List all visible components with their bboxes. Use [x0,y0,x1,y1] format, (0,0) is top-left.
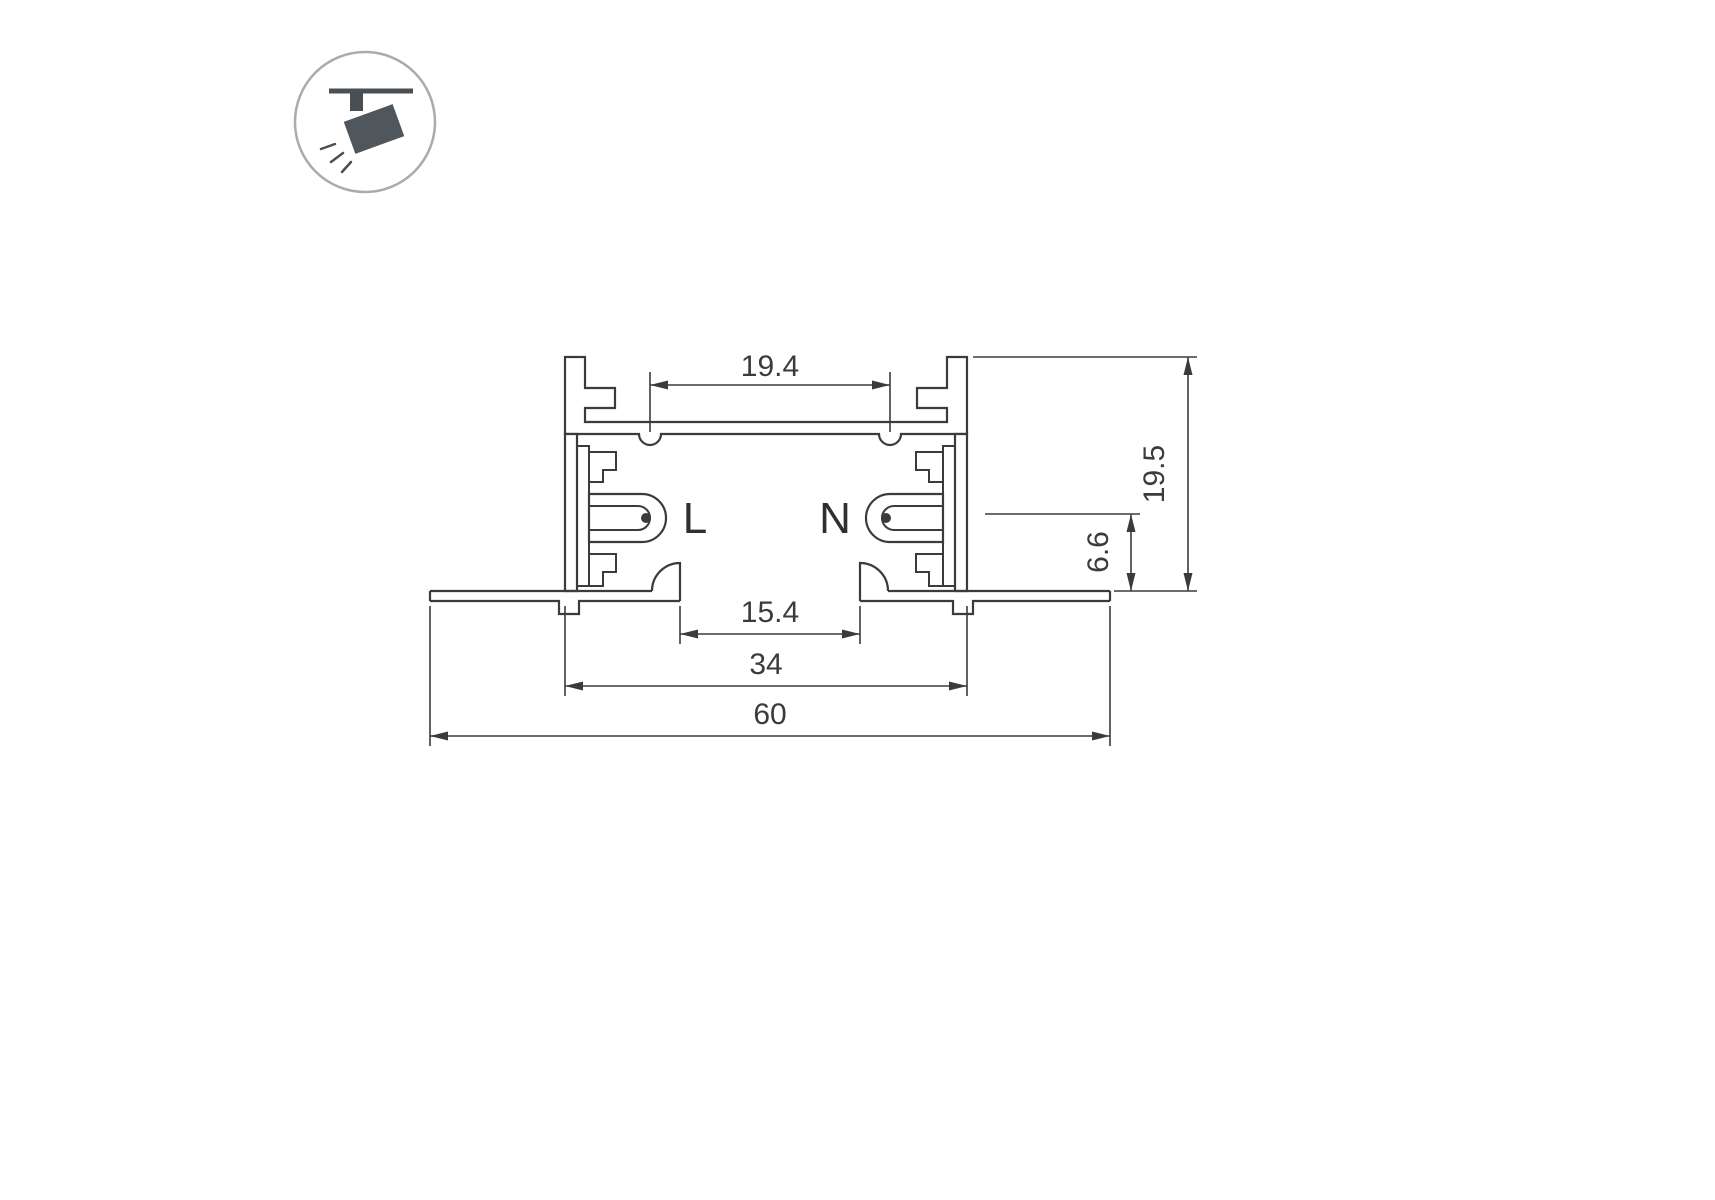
conductor-dot-left [641,513,651,523]
arrowhead [1126,573,1136,591]
insulator-bottom-hook [915,553,943,587]
bottom-flange-bottom-right [860,599,1110,616]
live-conductor-label: L [683,494,707,543]
neutral-conductor-label: N [819,494,851,543]
arrowhead [1126,514,1136,532]
dimension-value: 15.4 [741,596,799,629]
conductor-holder-right [864,492,945,544]
dimension-value: 19.4 [741,350,799,383]
light-ray [329,151,345,164]
fixture-stem [350,91,363,111]
conductor-holder-left [587,492,668,544]
arrowhead [1092,731,1110,741]
insulator-top-hook [589,451,617,483]
bottom-flange-bottom-left [430,599,680,616]
profile-cross-section: L N [428,355,1112,616]
arrowhead [1183,357,1193,375]
fixture-head [343,104,405,154]
arrowhead [680,629,698,639]
dimension-bottom-opening: 15.4 [679,596,861,644]
dimension-overall-width: 60 [429,606,1111,746]
arrowhead [949,681,967,691]
dimension-overall-height: 19.5 [973,356,1197,592]
dimension-top-rib-spacing: 19.4 [649,350,891,432]
dimension-value: 19.5 [1138,445,1171,503]
dimension-body-width: 34 [564,606,968,696]
insulator-top-hook [915,451,943,483]
arrowhead [650,380,668,390]
insulator-back-wall [942,445,955,587]
insulator-right [864,445,955,587]
dimension-value: 34 [749,648,782,681]
light-ray [319,142,337,151]
track-spotlight-icon [293,50,437,194]
dimension-value: 6.6 [1082,531,1115,573]
profile-top-plate [563,355,969,447]
dimension-value: 60 [753,698,786,731]
arrowhead [430,731,448,741]
insulator-bottom-hook [589,553,617,587]
arrowhead [872,380,890,390]
insulator-back-wall [577,445,590,587]
dimension-conductor-depth: 6.6 [985,513,1140,591]
arrowhead [1183,573,1193,591]
conductor-dot-right [881,513,891,523]
bottom-lip-right [858,561,890,601]
bottom-lip-left [650,561,682,601]
arrowhead [565,681,583,691]
profile-left-wall [563,432,579,593]
arrowhead [842,629,860,639]
profile-right-wall [953,432,969,593]
light-ray [340,160,353,174]
insulator-left [577,445,668,587]
